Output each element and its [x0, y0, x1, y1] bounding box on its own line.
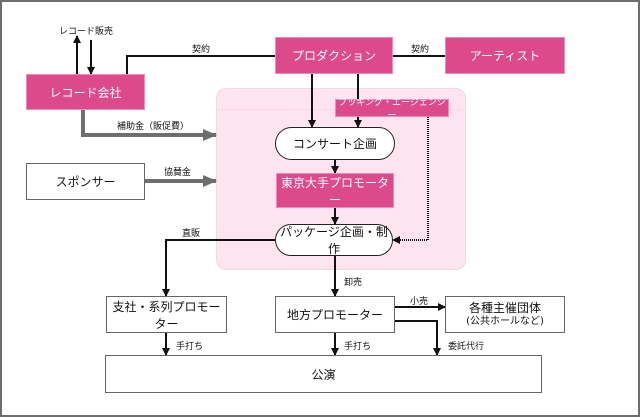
- booking-to-package-dotted-arrow: [392, 117, 429, 244]
- record-sales-label: レコード販売: [59, 27, 114, 37]
- branch-self-run-label: 手打ち: [176, 342, 204, 352]
- tokyo-major-promoter-node: 東京大手プロモーター: [276, 173, 394, 208]
- performance-node: 公演: [105, 355, 542, 393]
- direct-sales-arrow: [162, 239, 275, 297]
- production-label: プロダクション: [291, 49, 376, 63]
- local-promoter-node: 地方プロモーター: [275, 296, 395, 333]
- contract-right-label: 契約: [411, 45, 430, 55]
- subsidy-label: 補助金（販促費）: [117, 122, 190, 132]
- organizers-label: 各種主催団体: [468, 301, 541, 316]
- package-planning-node: パッケージ企画・制作: [275, 224, 393, 256]
- sponsorship-label: 協賛金: [164, 168, 192, 178]
- artist-node: アーティスト: [445, 37, 565, 74]
- retail-label: 小売: [410, 297, 429, 307]
- organizers-node: 各種主催団体 (公共ホールなど): [445, 296, 565, 333]
- local-promoter-label: 地方プロモーター: [286, 308, 383, 322]
- artist-label: アーティスト: [469, 49, 541, 63]
- tokyo-major-promoter-label: 東京大手プロモーター: [280, 175, 389, 207]
- concert-planning-label: コンサート企画: [292, 137, 377, 151]
- contract-left-label: 契約: [192, 45, 211, 55]
- direct-sales-label: 直販: [182, 229, 201, 239]
- record-company-node: レコード会社: [26, 74, 145, 110]
- contract-line-left: [126, 55, 275, 74]
- branch-promoter-label: 支社・系列プロモーター: [112, 299, 221, 331]
- concert-planning-node: コンサート企画: [275, 127, 395, 160]
- branch-promoter-node: 支社・系列プロモーター: [106, 296, 227, 333]
- production-node: プロダクション: [275, 37, 393, 74]
- organizers-note: (公共ホールなど): [466, 315, 544, 327]
- consignment-arrow: [395, 320, 441, 356]
- booking-agency-label: ブッキング・エージェンシー: [338, 98, 446, 121]
- performance-label: 公演: [311, 367, 336, 382]
- package-planning-label: パッケージ企画・制作: [280, 225, 388, 256]
- local-self-run-label: 手打ち: [344, 342, 372, 352]
- booking-agency-node: ブッキング・エージェンシー: [335, 98, 449, 121]
- sponsor-node: スポンサー: [26, 163, 145, 200]
- record-company-label: レコード会社: [49, 85, 122, 100]
- consignment-label: 委託代行: [448, 342, 485, 352]
- sponsor-label: スポンサー: [55, 175, 116, 189]
- wholesale-label: 卸売: [344, 278, 363, 288]
- subsidy-arrow: [81, 110, 217, 141]
